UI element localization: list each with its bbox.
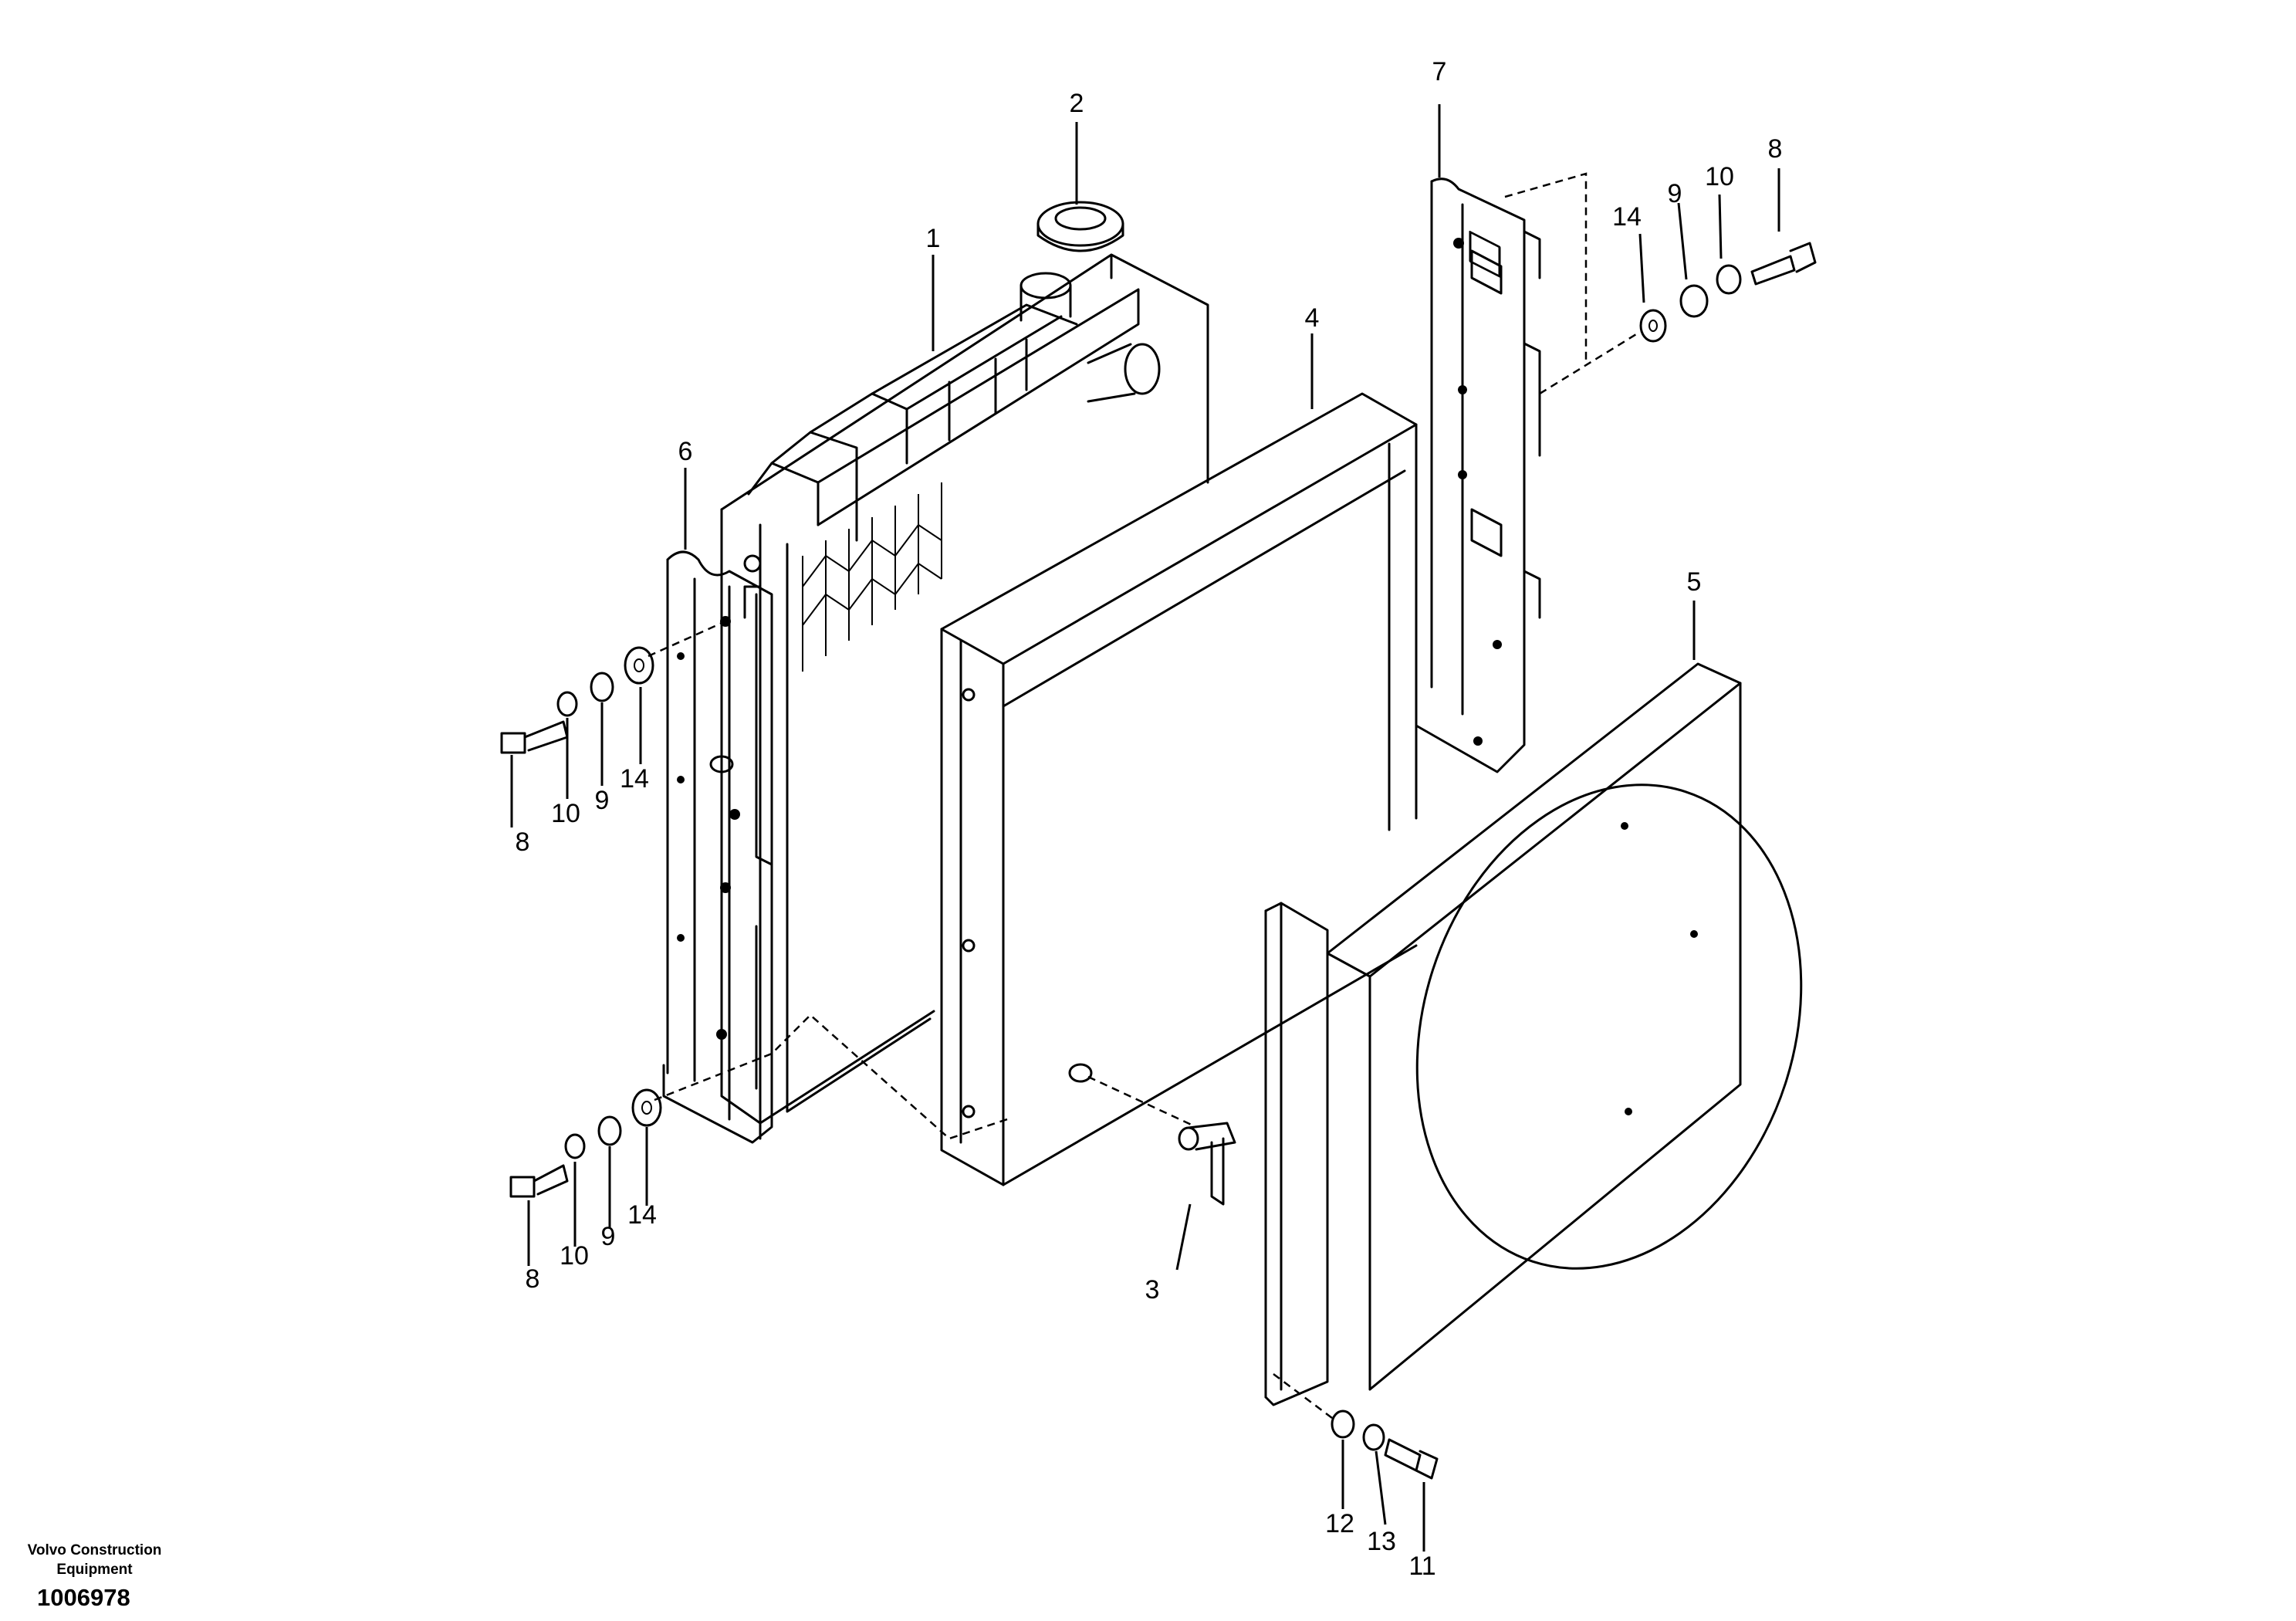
callout-11: 11 [1408, 1552, 1435, 1581]
callout-8-lower-left: 8 [526, 1264, 540, 1294]
hardware-lower-left [509, 1088, 662, 1198]
hardware-upper-left [500, 646, 654, 754]
callout-10-upper-right: 10 [1705, 162, 1734, 191]
oil-cooler [940, 392, 1418, 1186]
drain-valve [1178, 1122, 1236, 1206]
hardware-bottom [1331, 1409, 1439, 1480]
callout-14-upper-right: 14 [1612, 202, 1642, 232]
callout-4: 4 [1305, 303, 1320, 333]
callout-14-upper-left: 14 [620, 764, 649, 794]
callout-3: 3 [1145, 1275, 1160, 1305]
callout-10-lower-left: 10 [560, 1241, 589, 1271]
callout-9-upper-right: 9 [1668, 179, 1682, 208]
document-number: 1006978 [37, 1584, 130, 1611]
callout-12: 12 [1325, 1509, 1354, 1538]
callout-2: 2 [1070, 89, 1084, 118]
callout-13: 13 [1367, 1527, 1396, 1556]
leader-lines [510, 104, 1780, 1552]
radiator [720, 253, 1209, 1140]
callout-7: 7 [1432, 57, 1447, 86]
brand-line-2: Equipment [56, 1562, 133, 1578]
callout-9-upper-left: 9 [595, 786, 610, 815]
left-bracket [662, 550, 773, 1144]
brand-label: Volvo Construction Equipment [15, 1541, 174, 1579]
right-bracket [1415, 178, 1541, 773]
brand-line-1: Volvo Construction [27, 1542, 162, 1558]
callout-5: 5 [1687, 567, 1702, 597]
hardware-upper-right [1639, 242, 1817, 343]
callout-6: 6 [678, 437, 693, 466]
radiator-cap [1036, 201, 1124, 252]
callout-8-upper-left: 8 [516, 827, 530, 857]
callout-1: 1 [926, 224, 941, 253]
callout-14-lower-left: 14 [627, 1200, 657, 1230]
assembly-lines [648, 172, 1641, 1421]
fan-shroud [1264, 662, 1803, 1406]
callout-10-upper-left: 10 [551, 799, 580, 828]
callout-8-upper-right: 8 [1768, 134, 1783, 164]
callout-labels: 1 2 3 4 5 6 7 8 10 9 14 8 10 9 14 14 9 1… [516, 57, 1783, 1581]
callout-9-lower-left: 9 [601, 1222, 616, 1251]
